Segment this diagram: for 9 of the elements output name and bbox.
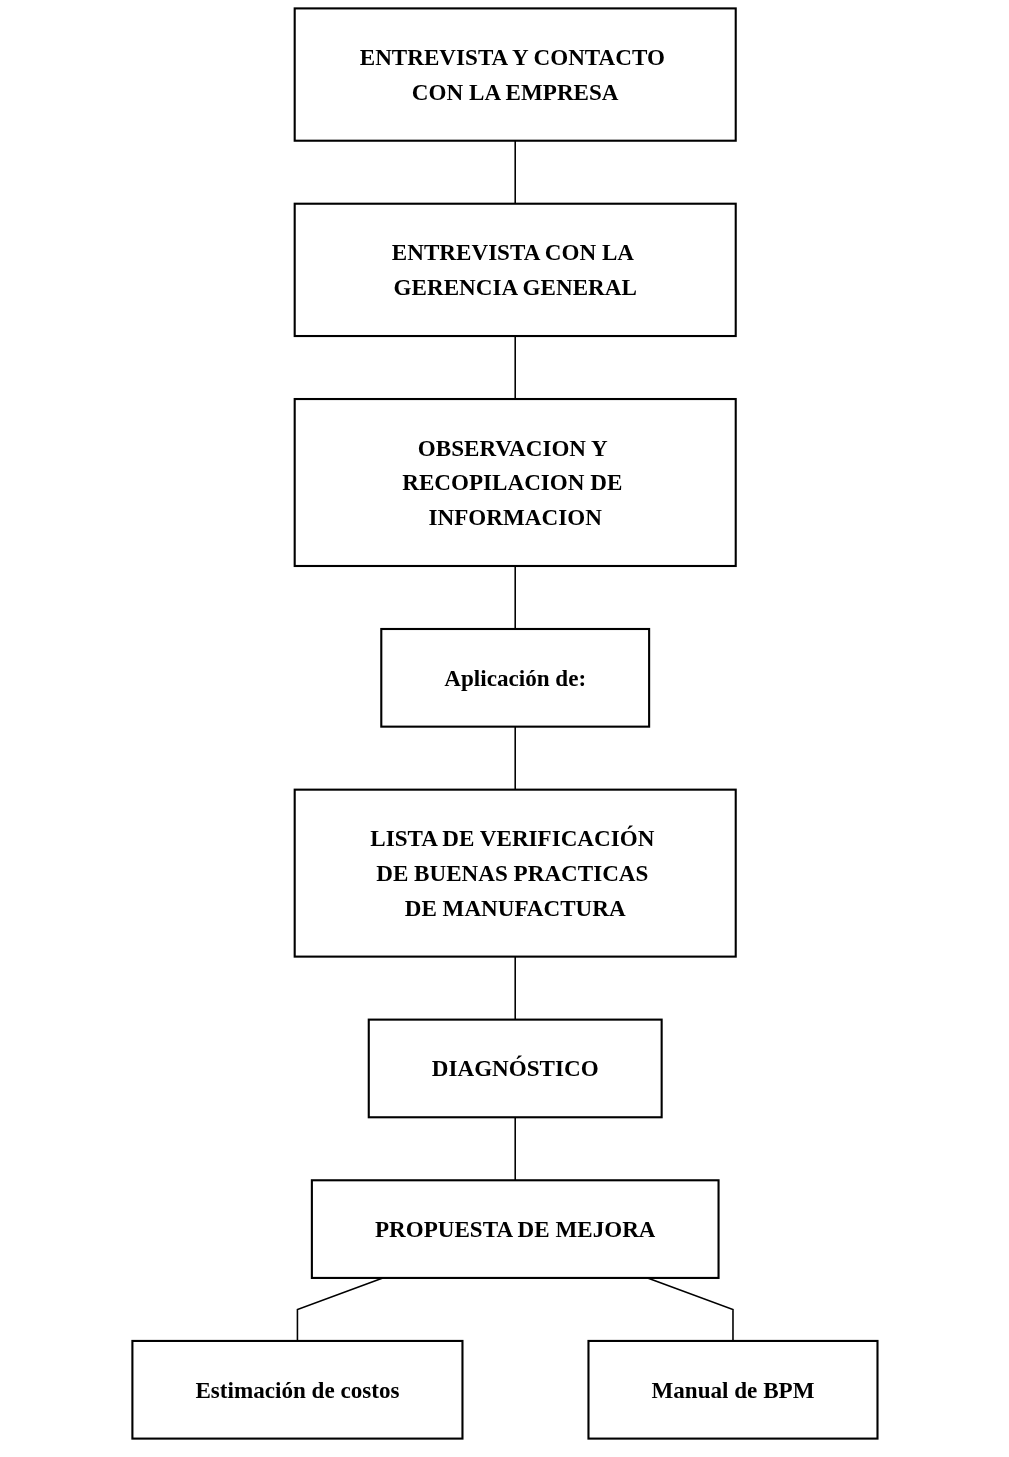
node-box: ENTREVISTA Y CONTACTO CON LA EMPRESA [293, 7, 737, 142]
node-box: DIAGNÓSTICO [367, 1018, 663, 1119]
node-box: Manual de BPM [586, 1339, 879, 1440]
node-box: OBSERVACION Y RECOPILACION DE INFORMACION [293, 397, 737, 568]
node-box: ENTREVISTA CON LA GERENCIA GENERAL [293, 202, 737, 338]
node-box: PROPUESTA DE MEJORA [310, 1179, 720, 1279]
node-box: Estimación de costos [130, 1339, 464, 1440]
node-box: Aplicación de: [379, 627, 650, 728]
node-box: LISTA DE VERIFICACIÓN DE BUENAS PRACTICAS DE MANUFACTURA [293, 788, 737, 958]
